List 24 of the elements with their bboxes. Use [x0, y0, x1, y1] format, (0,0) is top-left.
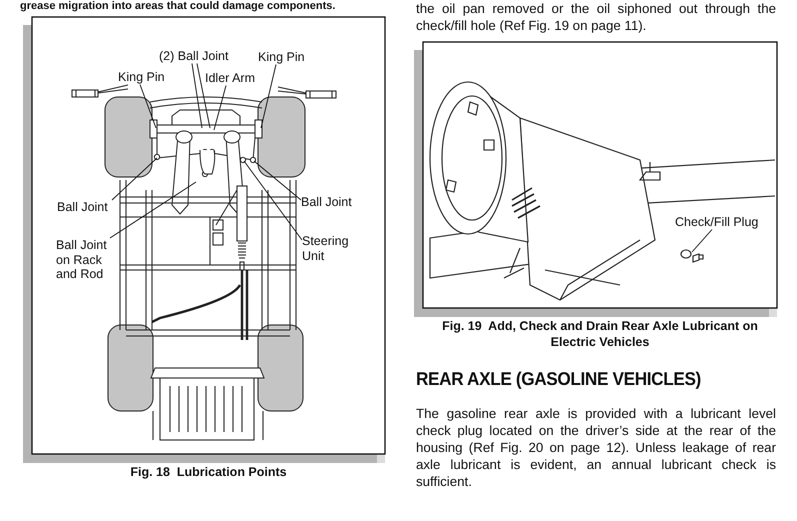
callout-label: King Pin [258, 50, 310, 64]
callout-label: (2) Ball Joint [159, 49, 239, 64]
body-text: The gasoline rear axle is provided with a lubricant level check plug located on the driver’s side at the rear of the housing (Ref Fig. 20 on page 12). Unless leakage of rear axle lubricant is evident, an annual lubricant check is sufficient. [416, 405, 776, 490]
callout-label: Ball Joint on Rack and Rod [56, 238, 114, 282]
callout-label: Idler Arm [205, 71, 261, 86]
leader-line [260, 64, 276, 128]
leader-line [214, 85, 226, 130]
callout-label: Ball Joint [57, 200, 117, 214]
leader-line [192, 63, 202, 128]
body-text: grease migration into areas that could damage components. [20, 0, 336, 12]
figure-caption: Fig. 18 Lubrication Points [129, 464, 288, 480]
leader-line [244, 160, 302, 240]
leader-line [112, 158, 158, 200]
leader-line [110, 182, 196, 238]
callout-label: Check/Fill Plug [675, 215, 767, 230]
callout-label: Steering Unit [302, 234, 354, 263]
figure-caption: Fig. 19 Add, Check and Drain Rear Axle Lubricant on Electric Vehicles [441, 318, 759, 350]
leader-line [196, 63, 210, 128]
body-text: the oil pan removed or the oil siphoned out through the check/fill hole (Ref Fig. 19 on page 11). [416, 0, 776, 34]
leader-line [140, 84, 156, 128]
callout-label: Ball Joint [301, 195, 361, 210]
callout-label: King Pin [118, 70, 170, 84]
leader-line [692, 229, 712, 252]
leader-line [254, 160, 302, 200]
